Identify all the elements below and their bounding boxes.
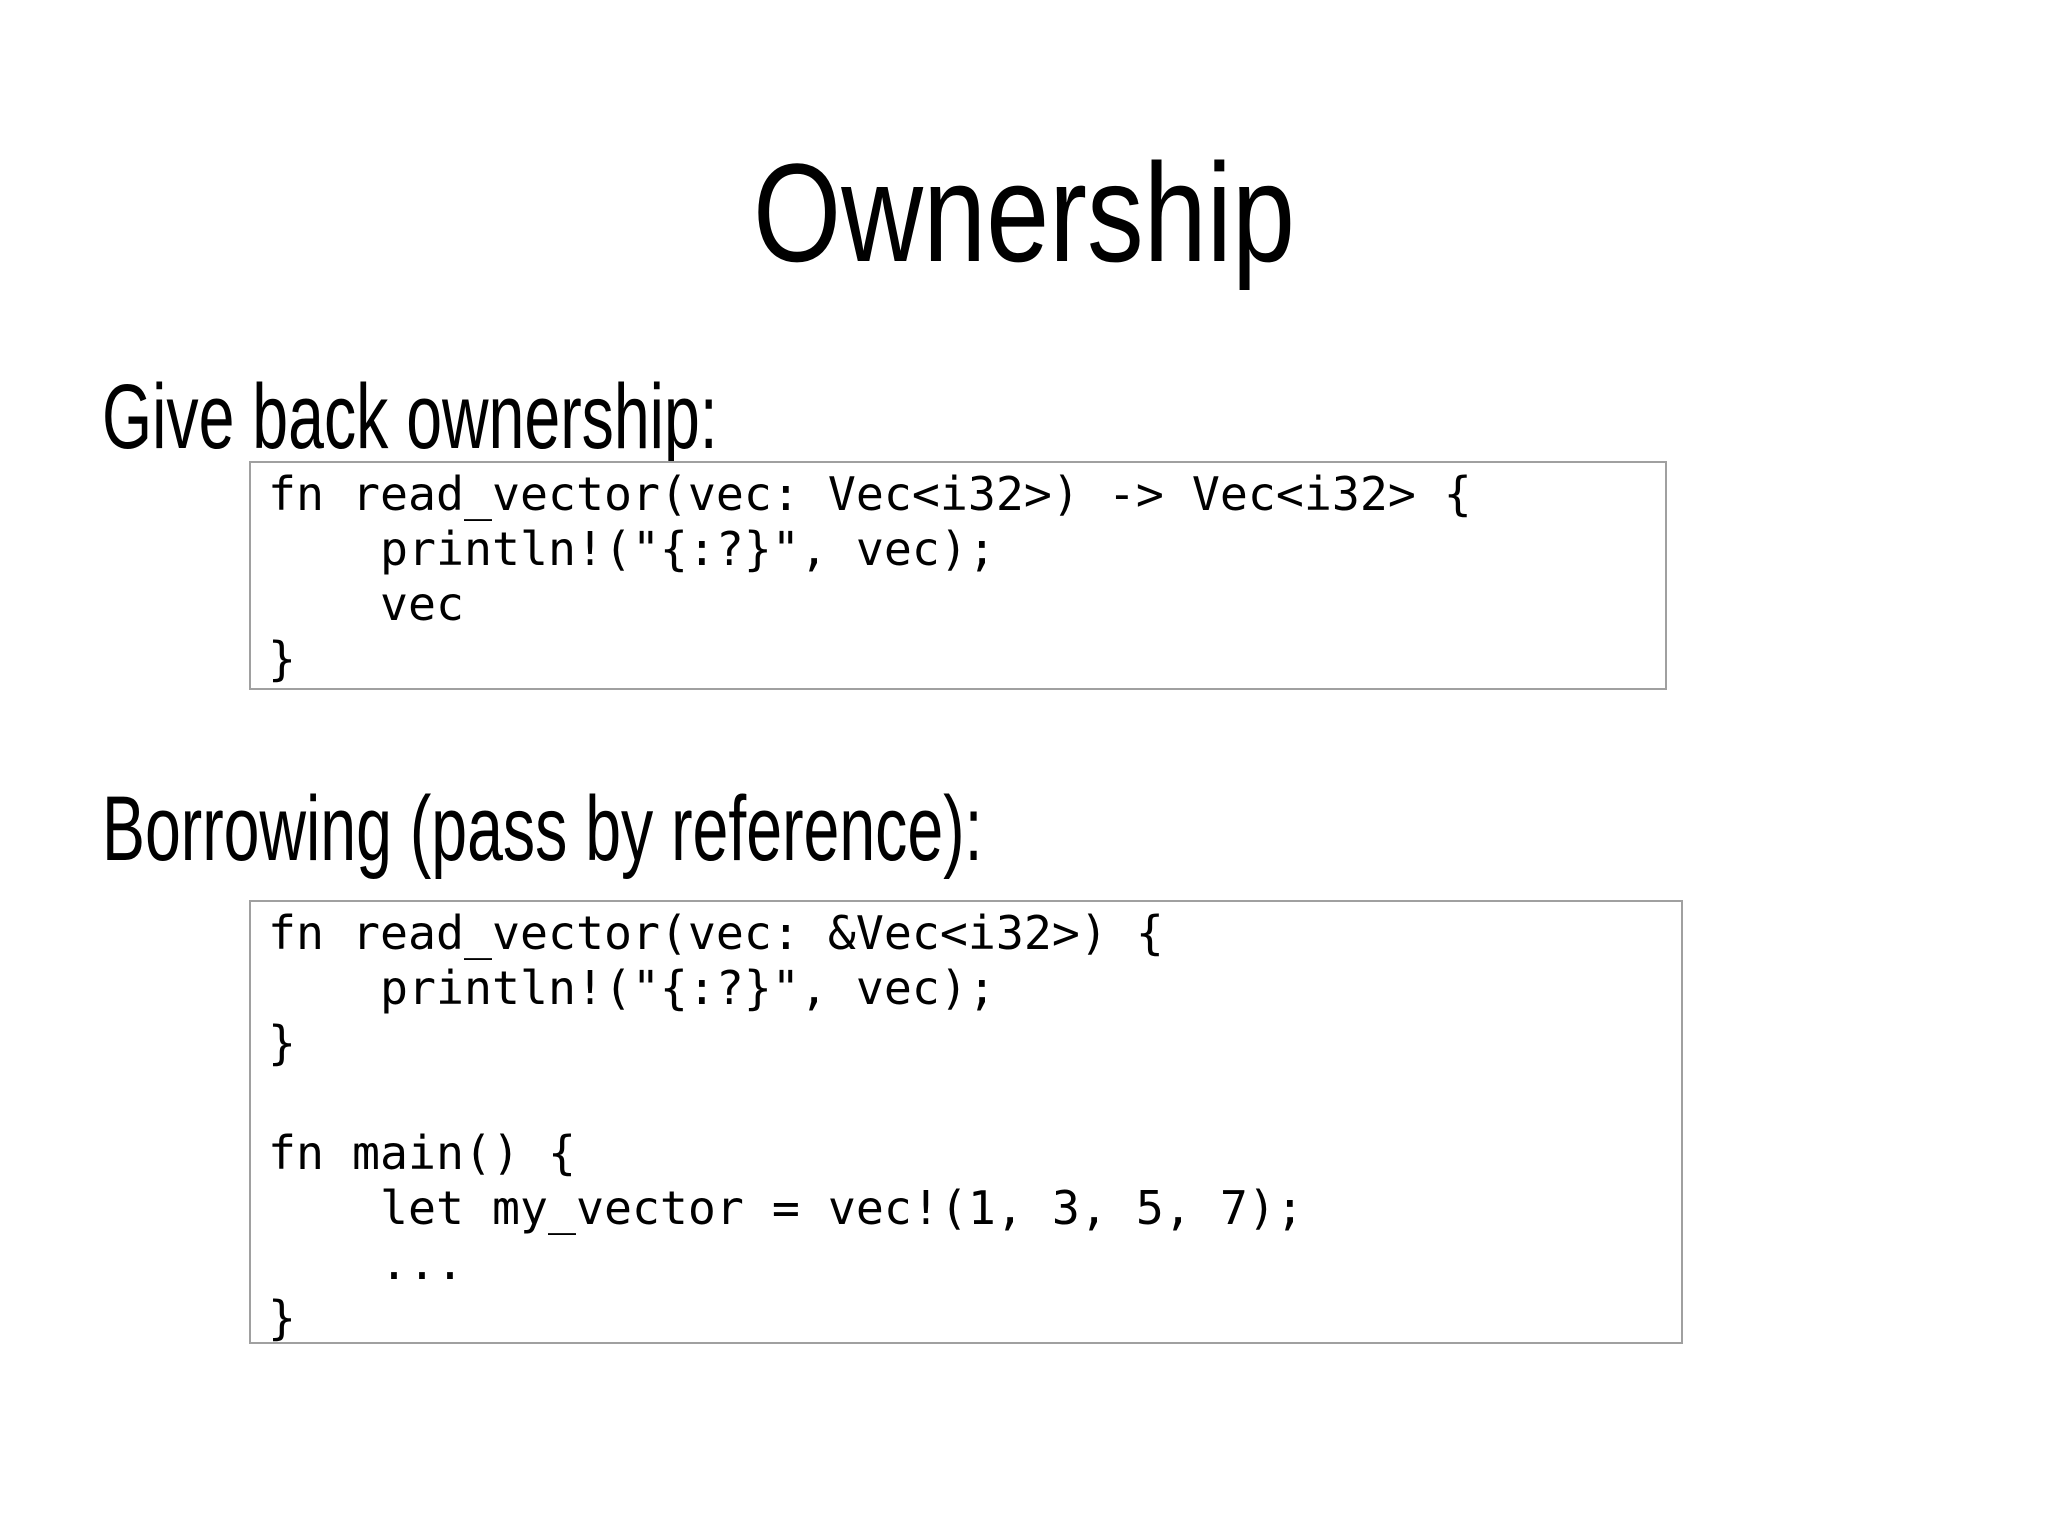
code-block-borrowing: fn read_vector(vec: &Vec<i32>) { println… xyxy=(249,900,1683,1344)
code-text-give-back-ownership: fn read_vector(vec: Vec<i32>) -> Vec<i32… xyxy=(268,467,1472,686)
section-heading-borrowing: Borrowing (pass by reference): xyxy=(102,778,983,880)
code-text-borrowing: fn read_vector(vec: &Vec<i32>) { println… xyxy=(268,906,1304,1344)
slide-title: Ownership xyxy=(752,134,1296,291)
section-heading-give-back-ownership: Give back ownership: xyxy=(102,366,718,468)
code-block-give-back-ownership: fn read_vector(vec: Vec<i32>) -> Vec<i32… xyxy=(249,461,1667,690)
